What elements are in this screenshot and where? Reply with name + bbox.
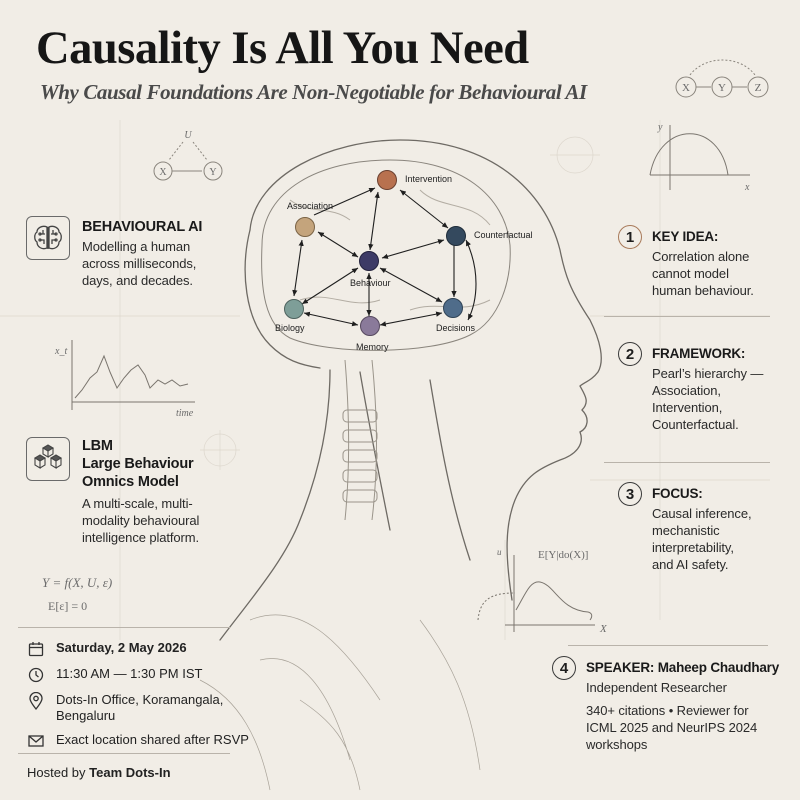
- speaker-credentials-line-3: workshops: [586, 737, 648, 752]
- equation-structural: Y = f(X, U, ε): [42, 575, 113, 590]
- event-note: Exact location shared after RSVP: [56, 732, 249, 747]
- node-label-behaviour: Behaviour: [350, 278, 391, 288]
- svg-text:Y: Y: [718, 82, 726, 94]
- behavioural-ai-block: BEHAVIOURAL AI Modelling a human across …: [26, 216, 256, 289]
- svg-text:Y: Y: [209, 167, 216, 178]
- point-framework-line-4: Counterfactual.: [652, 417, 739, 432]
- event-date-row: Saturday, 2 May 2026: [26, 640, 276, 658]
- calendar-icon: [26, 640, 46, 658]
- svg-text:x: x: [744, 182, 750, 193]
- point-framework-line-1: Pearl’s hierarchy —: [652, 366, 764, 381]
- svg-text:X: X: [599, 623, 608, 635]
- point-focus-line-3: interpretability,: [652, 540, 734, 555]
- hosted-by-team: Team Dots-In: [89, 765, 171, 780]
- node-label-memory: Memory: [356, 342, 389, 352]
- point-focus-line-1: Causal inference,: [652, 506, 752, 521]
- divider-right-1: [604, 316, 770, 317]
- speaker-credentials-line-1: 340+ citations • Reviewer for: [586, 703, 749, 718]
- point-key-idea: 1 KEY IDEA: Correlation alone cannot mod…: [618, 225, 798, 299]
- lbm-line-3: intelligence platform.: [82, 530, 200, 545]
- point-title-focus: FOCUS:: [652, 486, 703, 501]
- point-number-4: 4: [552, 656, 576, 680]
- svg-text:x_t: x_t: [54, 346, 67, 357]
- node-memory: [360, 316, 380, 336]
- lbm-title: LBM: [82, 438, 113, 454]
- divider-event-bottom: [18, 753, 230, 754]
- hosted-by-prefix: Hosted by: [27, 765, 86, 780]
- event-info: Saturday, 2 May 2026 11:30 AM — 1:30 PM …: [26, 640, 276, 750]
- point-focus-line-2: mechanistic: [652, 523, 720, 538]
- node-label-decisions: Decisions: [436, 323, 476, 333]
- point-key-idea-line-3: human behaviour.: [652, 283, 754, 298]
- location-pin-icon: [26, 692, 46, 710]
- node-decisions: [443, 298, 463, 318]
- event-date: Saturday, 2 May 2026: [56, 640, 187, 655]
- point-number-1: 1: [618, 225, 642, 249]
- point-speaker: 4 SPEAKER: Maheep Chaudhary Independent …: [552, 656, 800, 753]
- divider-event-top: [18, 627, 230, 628]
- point-title-key-idea: KEY IDEA:: [652, 229, 719, 244]
- point-title-framework: FRAMEWORK:: [652, 346, 746, 361]
- behavioural-ai-title: BEHAVIOURAL AI: [82, 219, 203, 235]
- node-biology: [284, 299, 304, 319]
- lbm-title-line-3: Omnics Model: [82, 474, 179, 490]
- node-association: [295, 217, 315, 237]
- point-key-idea-line-1: Correlation alone: [652, 249, 750, 264]
- point-framework: 2 FRAMEWORK: Pearl’s hierarchy — Associa…: [618, 342, 798, 433]
- point-number-3: 3: [618, 482, 642, 506]
- speaker-credentials-line-2: ICML 2025 and NeurIPS 2024: [586, 720, 758, 735]
- event-time: 11:30 AM — 1:30 PM IST: [56, 666, 203, 681]
- point-focus-line-4: and AI safety.: [652, 557, 729, 572]
- lbm-line-1: A multi-scale, multi-: [82, 496, 193, 511]
- speaker-role: Independent Researcher: [586, 680, 727, 695]
- behavioural-ai-line-2: across milliseconds,: [82, 256, 197, 271]
- point-framework-line-2: Association,: [652, 383, 721, 398]
- point-key-idea-line-2: cannot model: [652, 266, 729, 281]
- node-counterfactual: [446, 226, 466, 246]
- hosted-by: Hosted by Team Dots-In: [27, 765, 171, 780]
- event-time-row: 11:30 AM — 1:30 PM IST: [26, 666, 276, 684]
- event-location-line-1: Dots-In Office, Koramangala,: [56, 692, 224, 707]
- divider-right-3: [568, 645, 768, 646]
- event-note-row: Exact location shared after RSVP: [26, 732, 276, 750]
- node-label-counterfactual: Counterfactual: [474, 230, 533, 240]
- point-focus: 3 FOCUS: Causal inference, mechanistic i…: [618, 482, 798, 573]
- event-location-line-2: Bengaluru: [56, 708, 116, 723]
- lbm-title-line-2: Large Behaviour: [82, 456, 194, 472]
- node-behaviour: [359, 251, 379, 271]
- brain-circuit-icon: [26, 216, 70, 260]
- lbm-line-2: modality behavioural: [82, 513, 200, 528]
- svg-text:y: y: [657, 122, 663, 133]
- page-subtitle: Why Causal Foundations Are Non-Negotiabl…: [40, 80, 587, 104]
- node-intervention: [377, 170, 397, 190]
- event-location-row: Dots-In Office, Koramangala, Bengaluru: [26, 692, 276, 724]
- cubes-icon: [26, 437, 70, 481]
- svg-text:u: u: [497, 547, 502, 557]
- svg-text:time: time: [176, 408, 194, 419]
- node-label-association: Association: [287, 201, 334, 211]
- svg-text:X: X: [682, 82, 690, 94]
- svg-text:U: U: [184, 130, 192, 141]
- svg-text:E[Y|do(X)]: E[Y|do(X)]: [538, 549, 588, 561]
- speaker-title: SPEAKER: Maheep Chaudhary: [586, 660, 780, 675]
- point-number-2: 2: [618, 342, 642, 366]
- point-framework-line-3: Intervention,: [652, 400, 723, 415]
- svg-text:X: X: [159, 167, 167, 178]
- divider-right-2: [604, 462, 770, 463]
- equation-expectation: E[ε] = 0: [48, 599, 88, 613]
- page-title: Causality Is All You Need: [36, 22, 529, 74]
- behavioural-ai-line-3: days, and decades.: [82, 273, 193, 288]
- node-label-biology: Biology: [275, 323, 305, 333]
- svg-text:Z: Z: [755, 82, 762, 94]
- lbm-block: LBM Large Behaviour Omnics Model A multi…: [26, 437, 256, 546]
- behavioural-ai-line-1: Modelling a human: [82, 239, 191, 254]
- clock-icon: [26, 666, 46, 684]
- envelope-icon: [26, 732, 46, 750]
- node-label-intervention: Intervention: [405, 174, 453, 184]
